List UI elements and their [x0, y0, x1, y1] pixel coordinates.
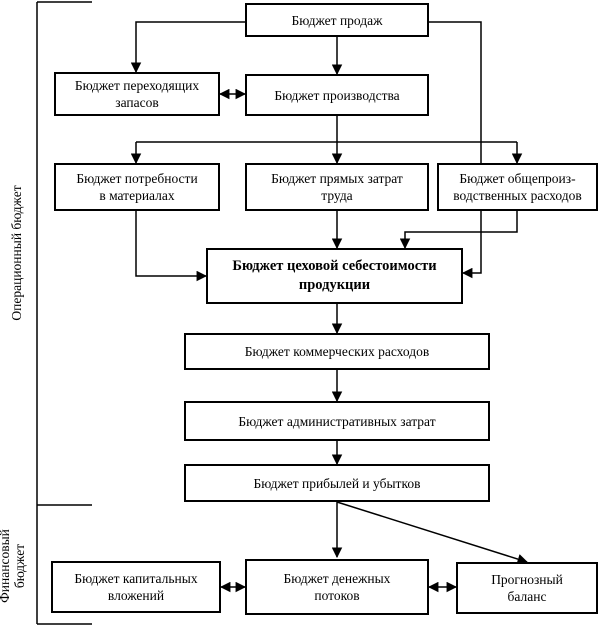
node-production-budget: Бюджет производства — [245, 74, 429, 116]
node-forecast-balance: Прогнозный баланс — [456, 562, 598, 614]
node-direct-labor-budget: Бюджет прямых затрат труда — [245, 163, 429, 211]
node-profit-loss-budget: Бюджет прибылей и убытков — [184, 464, 490, 502]
section-brackets — [36, 1, 92, 625]
node-commercial-expenses-budget: Бюджет коммерческих расходов — [184, 333, 490, 370]
node-overhead-budget: Бюджет общепроиз- водственных расходов — [437, 163, 598, 211]
node-shop-cost-budget: Бюджет цеховой себестоимости продукции — [206, 248, 463, 304]
node-cash-flow-budget: Бюджет денежных потоков — [245, 559, 429, 615]
node-capital-investment-budget: Бюджет капитальных вложений — [51, 561, 221, 613]
connectors — [130, 21, 529, 593]
node-materials-budget: Бюджет потребности в материалах — [54, 163, 220, 211]
financial-budget-label: Финансовый бюджет — [0, 529, 27, 603]
node-transition-stock-budget: Бюджет переходящих запасов — [54, 72, 220, 116]
node-administrative-costs-budget: Бюджет административных затрат — [184, 401, 490, 441]
node-sales-budget: Бюджет продаж — [245, 3, 429, 37]
operational-budget-label: Операционный бюджет — [9, 185, 24, 321]
